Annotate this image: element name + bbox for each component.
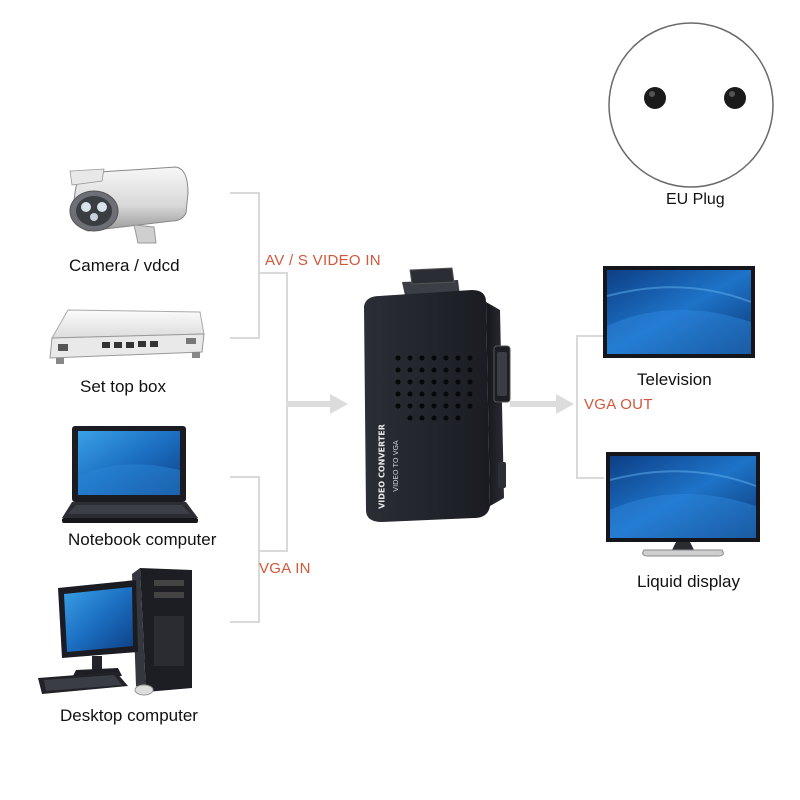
bracket-bottom-h2 bbox=[230, 621, 260, 623]
converter-text-line2: VIDEO TO VGA bbox=[392, 440, 400, 492]
television-label: Television bbox=[637, 370, 712, 389]
notebook-icon bbox=[62, 426, 198, 523]
liquid-display-label: Liquid display bbox=[637, 572, 741, 591]
av-s-video-in-label: AV / S VIDEO IN bbox=[265, 252, 381, 269]
notebook-label: Notebook computer bbox=[68, 530, 217, 549]
camera-label: Camera / vdcd bbox=[69, 256, 180, 275]
desktop-label: Desktop computer bbox=[60, 706, 198, 725]
converter-text-line1: VIDEO CONVERTER bbox=[377, 424, 387, 509]
bracket-bottom-h1 bbox=[230, 476, 260, 478]
eu-plug-icon bbox=[608, 22, 774, 188]
out-bracket-h1 bbox=[576, 335, 604, 337]
vent-holes-icon bbox=[395, 355, 473, 421]
desktop-computer-icon bbox=[38, 568, 192, 696]
vent-grid bbox=[392, 352, 482, 422]
trunk-v bbox=[286, 272, 288, 552]
bracket-top-join bbox=[258, 272, 288, 274]
bracket-top-v bbox=[258, 192, 260, 338]
input-arrow-icon bbox=[286, 394, 348, 414]
video-converter-box bbox=[364, 267, 511, 522]
bracket-bottom-join bbox=[258, 550, 288, 552]
vga-in-label: VGA IN bbox=[259, 560, 311, 577]
vga-out-label: VGA OUT bbox=[584, 396, 653, 413]
bracket-bottom-v bbox=[258, 476, 260, 622]
bracket-top-h2 bbox=[230, 337, 260, 339]
out-bracket-h2 bbox=[576, 477, 604, 479]
eu-plug-label: EU Plug bbox=[666, 191, 725, 208]
set-top-box-icon bbox=[49, 309, 205, 364]
out-bracket-v bbox=[576, 335, 578, 478]
television-icon bbox=[603, 266, 755, 358]
set-top-box-label: Set top box bbox=[80, 377, 167, 396]
output-arrow-icon bbox=[510, 394, 574, 414]
liquid-display-icon bbox=[606, 452, 760, 557]
camera-icon bbox=[69, 166, 189, 244]
bracket-top-h1 bbox=[230, 192, 260, 194]
